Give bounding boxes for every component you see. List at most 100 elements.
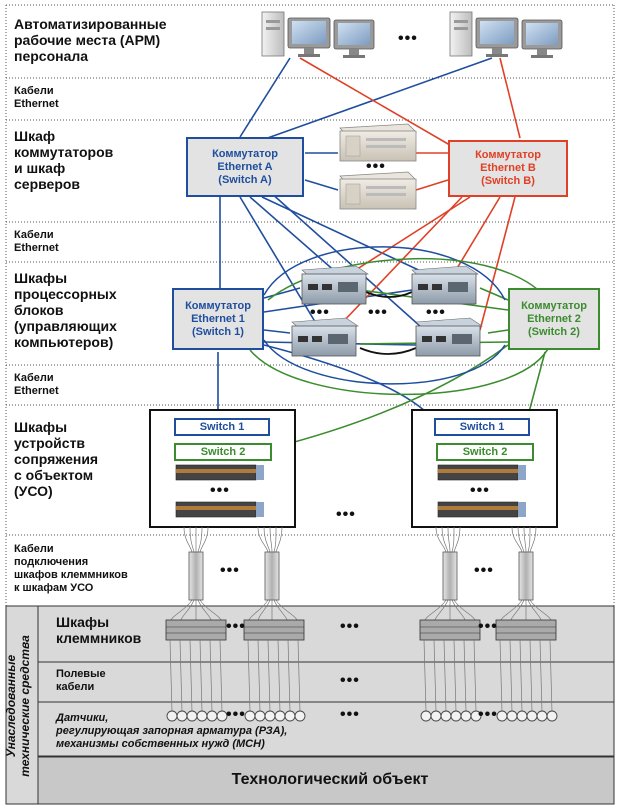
cable-connector-icon xyxy=(518,551,534,601)
row-label-cables-2: Кабели Ethernet xyxy=(14,229,59,254)
ellipsis-workstations: ••• xyxy=(398,30,418,47)
terminal-block-icon xyxy=(243,619,305,641)
sensor-icon xyxy=(516,710,528,722)
uso-left-switch-2: Switch 2 xyxy=(174,443,272,461)
blue-link xyxy=(249,196,346,281)
uso-right-switch-1: Switch 1 xyxy=(434,418,530,436)
sensor-icon xyxy=(420,710,432,722)
sensor-icon xyxy=(536,710,548,722)
ellipsis-terminals-left: ••• xyxy=(226,618,246,635)
desktop-computer-icon xyxy=(261,11,375,58)
ellipsis-connectors-right: ••• xyxy=(474,562,494,579)
io-terminal-module-icon xyxy=(437,464,526,481)
embedded-computer-icon xyxy=(301,265,369,305)
red-link xyxy=(299,57,456,149)
blue-link xyxy=(263,329,291,334)
blue-ring xyxy=(263,339,506,385)
blue-link xyxy=(269,191,431,336)
uso-left-switch-1: Switch 1 xyxy=(174,418,270,436)
row-label-uso-cabinets: Шкафы устройств сопряжения с объектом (У… xyxy=(14,419,99,499)
ellipsis-terminals-center: ••• xyxy=(340,618,360,635)
red-link xyxy=(479,196,516,331)
red-link xyxy=(415,179,449,191)
sensor-icon xyxy=(430,710,442,722)
ellipsis-processors-top: ••• xyxy=(368,304,388,321)
ellipsis-processors-right: ••• xyxy=(426,304,446,321)
processor-interlinks xyxy=(359,291,417,355)
sensor-icon xyxy=(440,710,452,722)
sensor-icon xyxy=(506,710,518,722)
footer-band xyxy=(37,756,615,805)
blue-link xyxy=(263,287,301,299)
green-link xyxy=(487,329,509,334)
workstation-group-left xyxy=(261,11,375,58)
ellipsis-servers: ••• xyxy=(366,158,386,175)
io-terminal-module-icon xyxy=(437,501,526,518)
legacy-label-container: Унаследованные технические средства xyxy=(0,610,36,802)
ellipsis-sensors-center: ••• xyxy=(340,706,360,723)
blue-link xyxy=(239,196,321,331)
blue-link xyxy=(304,179,339,191)
row-separators xyxy=(5,4,615,606)
embedded-computer-icon xyxy=(291,317,359,357)
ellipsis-sensors-right: ••• xyxy=(478,706,498,723)
sensor-row xyxy=(166,710,558,722)
sensor-icon xyxy=(496,710,508,722)
legacy-label: Унаследованные технические средства xyxy=(4,635,32,777)
blue-link xyxy=(261,57,493,141)
sensor-icon xyxy=(546,710,558,722)
blue-ring xyxy=(263,246,506,301)
red-link xyxy=(499,57,521,139)
terminal-block-icon xyxy=(495,619,557,641)
io-terminal-module-icon xyxy=(175,501,264,518)
terminal-block-icon xyxy=(165,619,227,641)
cable-connector-icon xyxy=(188,551,204,601)
legacy-side-strip xyxy=(5,605,39,805)
cable-connector-icon xyxy=(264,551,280,601)
io-terminal-module-icon xyxy=(175,464,264,481)
ellipsis-uso-cabinets: ••• xyxy=(336,506,356,523)
embedded-computer-icon xyxy=(415,317,483,357)
rack-server-icon xyxy=(339,123,417,162)
processor-rings xyxy=(249,246,551,396)
sensor-icon xyxy=(526,710,538,722)
embedded-computer-icon xyxy=(411,265,479,305)
switch-a-box: Коммутатор Ethernet A (Switch A) xyxy=(186,137,304,197)
ellipsis-processors-bottom: ••• xyxy=(310,304,330,321)
row-label-cables-1: Кабели Ethernet xyxy=(14,85,59,110)
sensor-icon xyxy=(450,710,462,722)
red-link xyxy=(449,196,501,281)
ellipsis-uso-right: ••• xyxy=(470,482,490,499)
row-label-field-cables: Полевые кабели xyxy=(56,668,106,693)
sensor-icon xyxy=(216,710,228,722)
sensor-icon xyxy=(460,710,472,722)
ellipsis-field-cables: ••• xyxy=(340,672,360,689)
switch-2-box: Коммутатор Ethernet 2 (Switch 2) xyxy=(508,288,600,350)
row-label-switch-cabinet: Шкаф коммутаторов и шкаф серверов xyxy=(14,128,114,192)
row-label-processor-cabinets: Шкафы процессорных блоков (управляющих к… xyxy=(14,270,117,350)
switch-b-box: Коммутатор Ethernet B (Switch B) xyxy=(448,140,568,197)
desktop-computer-icon xyxy=(449,11,563,58)
green-link xyxy=(271,344,509,449)
uso-right-switch-2: Switch 2 xyxy=(436,443,534,461)
black-link xyxy=(365,291,413,298)
row-label-sensors: Датчики, регулирующая запорная арматура … xyxy=(56,712,288,750)
field-cables xyxy=(169,639,553,713)
terminal-block-icon xyxy=(419,619,481,641)
cable-connector-icon xyxy=(442,551,458,601)
black-link xyxy=(359,347,417,355)
ellipsis-uso-left: ••• xyxy=(210,482,230,499)
green-ring xyxy=(249,344,551,396)
row-label-terminal-cables: Кабели подключения шкафов клеммников к ш… xyxy=(14,543,128,594)
sensor-icon xyxy=(294,710,306,722)
ellipsis-connectors-left: ••• xyxy=(220,562,240,579)
green-ring xyxy=(267,257,549,301)
sensor-icon xyxy=(470,710,482,722)
ellipsis-terminals-right: ••• xyxy=(478,618,498,635)
blue-link xyxy=(239,57,291,138)
technological-object-label: Технологический объект xyxy=(231,771,429,788)
row-label-cables-3: Кабели Ethernet xyxy=(14,372,59,397)
switch-1-box: Коммутатор Ethernet 1 (Switch 1) xyxy=(172,288,264,350)
workstation-group-right xyxy=(449,11,563,58)
